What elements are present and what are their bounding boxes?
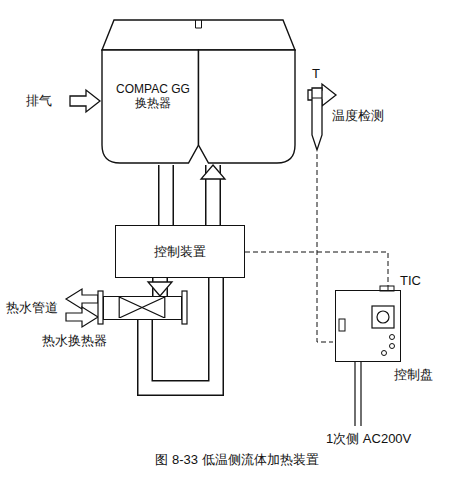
cross-lines xyxy=(119,297,165,318)
control-panel: TIC控制盘 xyxy=(335,290,401,362)
hot-water-out-arrow xyxy=(66,289,98,309)
cap-mark xyxy=(196,20,202,28)
sensor-signal-line xyxy=(317,154,333,342)
pipe-wall xyxy=(145,278,216,388)
figure-caption: 图 8-33 低温侧流体加热装置 xyxy=(155,452,318,468)
exchanger-cap xyxy=(102,20,295,50)
exhaust-in-arrow xyxy=(70,90,100,112)
temperature-probe xyxy=(312,88,322,150)
pipe xyxy=(166,165,167,225)
sensor-label: 温度检测 xyxy=(332,108,384,124)
panel-text: 控制盘 xyxy=(394,367,433,383)
part-name: 热水换热器 xyxy=(42,333,107,349)
compac-exchanger: COMPAC GG 换热器 xyxy=(100,18,297,165)
probe-band xyxy=(312,98,322,99)
hot-water-exchanger: 热水换热器 xyxy=(103,296,182,320)
arrowhead xyxy=(201,165,225,179)
panel-lamp xyxy=(390,335,395,340)
pipe-bore xyxy=(145,278,216,388)
flow-label: 排气 xyxy=(26,93,52,109)
pipe-bore xyxy=(160,165,173,225)
panel-lamp xyxy=(390,344,395,349)
dashed-line xyxy=(245,252,388,290)
hot-water-in-arrow xyxy=(66,307,98,327)
exchanger-right-half xyxy=(199,50,296,163)
exchanger-left-half xyxy=(102,50,199,163)
panel-dial-frame xyxy=(372,306,394,328)
valve-cross xyxy=(104,297,180,318)
power-cable xyxy=(355,362,361,426)
pipe xyxy=(201,165,225,225)
flange xyxy=(182,291,187,324)
control-device: 控制装置 xyxy=(115,225,245,278)
pipe xyxy=(148,278,172,296)
pipe xyxy=(145,278,216,388)
panel-dial xyxy=(377,311,389,323)
box-label: 控制装置 xyxy=(154,244,206,260)
pipe-label: 热水管道 xyxy=(6,300,58,316)
exchanger-name: COMPAC GG 换热器 xyxy=(110,82,196,111)
pipe-wall xyxy=(158,165,174,225)
signal-name: T xyxy=(312,66,320,82)
arrowhead xyxy=(148,282,172,296)
power-label: 1次侧 AC200V xyxy=(326,431,411,447)
panel-lamp xyxy=(382,351,387,356)
signal-line xyxy=(245,252,388,290)
panel-text: TIC xyxy=(400,273,421,289)
panel-connector xyxy=(339,319,345,331)
